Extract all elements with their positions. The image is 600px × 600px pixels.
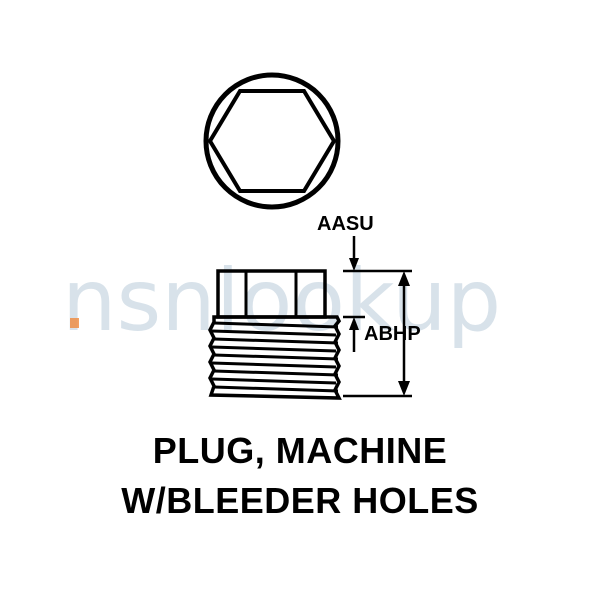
top-view: [203, 72, 341, 210]
dimension-label-aasu: AASU: [317, 213, 374, 235]
abhp-arrow-up: [398, 271, 410, 286]
watermark-text: nsnlookup: [62, 251, 501, 351]
dimension-lines: [343, 236, 412, 398]
aasu-arrow-up: [349, 317, 359, 330]
watermark-accent-dot: [70, 318, 79, 328]
caption-line-2: W/BLEEDER HOLES: [121, 480, 479, 521]
thread-lines: [211, 321, 339, 393]
hex-socket: [207, 89, 337, 193]
plug-top-circle: [203, 72, 341, 210]
caption-line-1: PLUG, MACHINE: [152, 430, 448, 471]
thread-outline: [208, 315, 342, 400]
abhp-arrow-down: [398, 381, 410, 396]
side-view: [208, 269, 342, 400]
aasu-arrow-down: [349, 258, 359, 271]
dimension-label-abhp: ABHP: [364, 323, 421, 345]
